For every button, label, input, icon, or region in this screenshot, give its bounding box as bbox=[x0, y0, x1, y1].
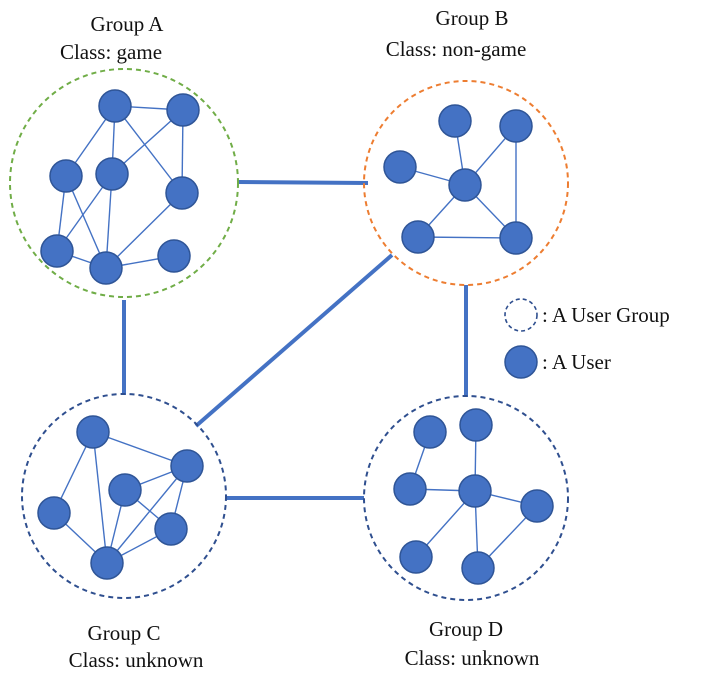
user-node bbox=[166, 93, 200, 127]
user-node bbox=[37, 496, 71, 530]
group-b-users bbox=[383, 104, 533, 255]
user-node bbox=[89, 251, 123, 285]
user-node bbox=[40, 234, 74, 268]
user-node bbox=[170, 449, 204, 483]
user-node bbox=[499, 109, 533, 143]
user-node bbox=[76, 415, 110, 449]
group-links bbox=[122, 180, 468, 500]
group-c-title: Group C bbox=[88, 621, 161, 645]
user-node bbox=[165, 176, 199, 210]
group-d-class: Class: unknown bbox=[405, 646, 540, 670]
user-node bbox=[499, 221, 533, 255]
group-d-users bbox=[393, 408, 554, 585]
user-node bbox=[108, 473, 142, 507]
group-d-boundary bbox=[363, 395, 569, 601]
user-node bbox=[461, 551, 495, 585]
user-node bbox=[401, 220, 435, 254]
legend-user-label: : A User bbox=[542, 350, 611, 374]
group-a-users bbox=[40, 89, 200, 285]
group-c-boundary bbox=[21, 393, 227, 599]
link-b-c bbox=[194, 253, 394, 428]
user-node bbox=[413, 415, 447, 449]
group-a: Group A Class: game bbox=[9, 12, 239, 298]
user-node bbox=[448, 168, 482, 202]
group-b-title: Group B bbox=[436, 6, 509, 30]
group-b: Group B Class: non-game bbox=[363, 6, 569, 286]
user-node bbox=[458, 474, 492, 508]
user-node bbox=[383, 150, 417, 184]
user-node bbox=[98, 89, 132, 123]
user-node bbox=[90, 546, 124, 580]
user-node bbox=[459, 408, 493, 442]
user-node bbox=[393, 472, 427, 506]
group-a-title: Group A bbox=[91, 12, 165, 36]
user-node bbox=[49, 159, 83, 193]
group-c-users bbox=[37, 415, 204, 580]
group-b-class: Class: non-game bbox=[386, 37, 527, 61]
user-node bbox=[520, 489, 554, 523]
group-d-title: Group D bbox=[429, 617, 503, 641]
group-c-class: Class: unknown bbox=[69, 648, 204, 672]
legend-user-icon bbox=[504, 345, 538, 379]
group-b-boundary bbox=[363, 80, 569, 286]
group-a-class: Class: game bbox=[60, 40, 162, 64]
group-c: Group C Class: unknown bbox=[21, 393, 227, 672]
user-node bbox=[95, 157, 129, 191]
link-a-b bbox=[237, 180, 369, 185]
group-a-boundary bbox=[9, 68, 239, 298]
legend-group-icon bbox=[504, 298, 538, 332]
legend: : A User Group : A User bbox=[504, 298, 670, 379]
legend-group-label: : A User Group bbox=[542, 303, 670, 327]
group-d: Group D Class: unknown bbox=[363, 395, 569, 670]
user-node bbox=[157, 239, 191, 273]
user-node bbox=[399, 540, 433, 574]
user-node bbox=[438, 104, 472, 138]
user-node bbox=[154, 512, 188, 546]
